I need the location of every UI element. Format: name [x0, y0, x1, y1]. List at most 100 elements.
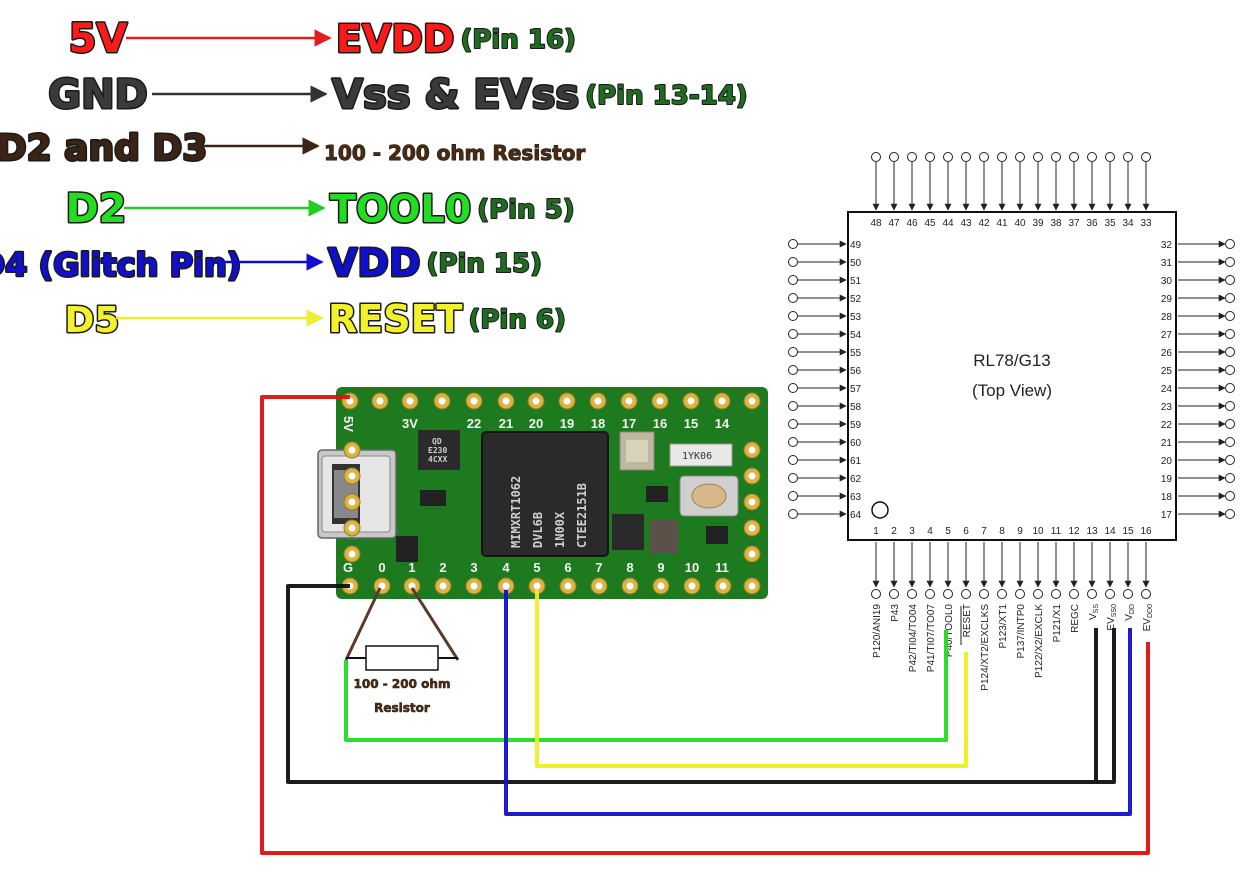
pin-label: RESET	[962, 604, 973, 637]
pin-number: 59	[850, 420, 862, 431]
pin-number: 5	[945, 526, 951, 537]
pin-label: P120/ANI19	[872, 604, 883, 658]
mcu-marking: 1N00X	[553, 511, 567, 548]
pin-terminal	[788, 419, 798, 429]
mcu-marking: MIMXRT1062	[509, 476, 523, 548]
pin-number: 55	[850, 348, 862, 359]
pin-number: 9	[1017, 526, 1023, 537]
board-pin-label: 5V	[341, 416, 356, 432]
pin-terminal	[1123, 152, 1133, 162]
small-ic: QD E230 4CXX	[418, 430, 460, 470]
pin-terminal	[1225, 311, 1235, 321]
pin-number: 30	[1161, 276, 1173, 287]
pin-terminal	[943, 152, 953, 162]
board-pin-label: 15	[684, 416, 698, 431]
pin-number: 42	[978, 218, 990, 229]
board-pin-label: 2	[439, 560, 446, 575]
pin-terminal	[1225, 347, 1235, 357]
legend-source: D5	[65, 300, 120, 341]
board-pin-label: 0	[378, 560, 385, 575]
pin-terminal	[1087, 589, 1097, 599]
pin-number: 36	[1086, 218, 1098, 229]
legend-pin-note: (Pin 13-14)	[585, 81, 747, 111]
pin-number: 43	[960, 218, 972, 229]
pin-number: 10	[1032, 526, 1044, 537]
pin-number: 48	[870, 218, 882, 229]
inductor	[650, 520, 678, 554]
board-pin-label: 20	[529, 416, 543, 431]
pin-terminal	[1225, 473, 1235, 483]
pin-number: 19	[1161, 474, 1173, 485]
blue-wire	[504, 590, 1132, 816]
pin-terminal	[1225, 419, 1235, 429]
pin-terminal	[997, 152, 1007, 162]
pin-label: P41/TI07/TO07	[926, 604, 937, 673]
pin-terminal	[1069, 152, 1079, 162]
pin-number: 13	[1086, 526, 1098, 537]
legend-source: D2	[65, 186, 126, 232]
crystal-label: 1YK06	[682, 451, 712, 462]
board-pin-label: G	[343, 560, 353, 575]
regulator	[420, 490, 446, 506]
pin-label: VDD	[1124, 604, 1136, 621]
pin-label: P137/INTP0	[1016, 604, 1027, 659]
pin-terminal	[788, 401, 798, 411]
small-ic-line1: QD	[432, 437, 442, 446]
pin-number: 34	[1122, 218, 1134, 229]
pin-label: P122/X2/EXCLK	[1034, 604, 1045, 678]
board-pin-label: 7	[595, 560, 602, 575]
pin-number: 6	[963, 526, 969, 537]
pin-number: 54	[850, 330, 862, 341]
pin-terminal	[1225, 329, 1235, 339]
pin-label: P40/TOOL0	[944, 604, 955, 658]
pin-terminal	[1225, 437, 1235, 447]
pin-terminal	[1051, 152, 1061, 162]
pin-terminal	[889, 589, 899, 599]
pin-number: 45	[924, 218, 936, 229]
pin-number: 7	[981, 526, 987, 537]
pin-terminal	[1225, 491, 1235, 501]
pin-number: 37	[1068, 218, 1080, 229]
pin-label: EVSS0	[1106, 604, 1118, 631]
pin-number: 47	[888, 218, 900, 229]
board-pin-label: 3	[470, 560, 477, 575]
pin-terminal	[1015, 589, 1025, 599]
pin-number: 24	[1161, 384, 1173, 395]
pin-terminal	[979, 152, 989, 162]
pin-number: 21	[1161, 438, 1173, 449]
pin-number: 40	[1014, 218, 1026, 229]
pin-number: 61	[850, 456, 862, 467]
board-pin-label: 5	[533, 560, 540, 575]
pin-terminal	[788, 239, 798, 249]
board-pin-label: 8	[626, 560, 633, 575]
pin-number: 28	[1161, 312, 1173, 323]
legend-pin-note: (Pin 5)	[477, 195, 574, 225]
wires	[260, 395, 1150, 855]
pin-label: P43	[890, 604, 901, 622]
legend-target: VDD	[328, 241, 421, 285]
pin-terminal	[788, 455, 798, 465]
legend-source: D4 (Glitch Pin)	[0, 246, 241, 284]
pin-label: P124/XT2/EXCLKS	[980, 604, 991, 691]
pin-number: 46	[906, 218, 918, 229]
pin-terminal	[1225, 365, 1235, 375]
board-pin-label: 11	[715, 560, 729, 575]
pin-terminal	[907, 589, 917, 599]
legend-target: EVDD	[336, 17, 454, 61]
pin-number: 49	[850, 240, 862, 251]
legend-source: D2 and D3	[0, 128, 207, 169]
board-pin-label: 14	[715, 416, 730, 431]
pin-terminal	[1051, 589, 1061, 599]
legend-pin-note: (Pin 6)	[468, 305, 565, 335]
small-ic-line2: E230	[428, 446, 447, 455]
pin-terminal	[788, 491, 798, 501]
pin-number: 41	[996, 218, 1008, 229]
legend-pin-note: (Pin 15)	[427, 249, 542, 279]
